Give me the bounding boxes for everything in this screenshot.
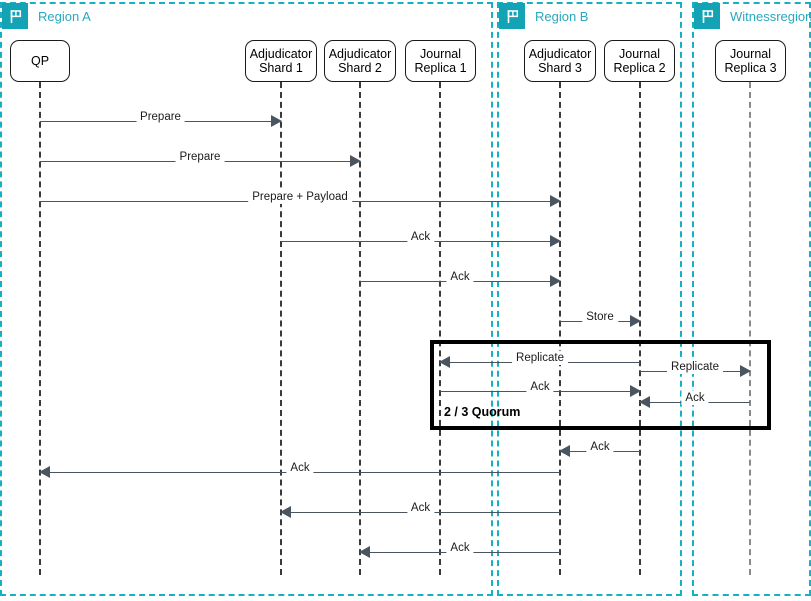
- arrowhead-icon: [550, 274, 561, 287]
- message-12-ack[interactable]: Ack: [39, 461, 560, 480]
- message-label-14: Ack: [446, 541, 474, 555]
- lifeline-jr3: [749, 82, 751, 575]
- flag-icon: [2, 3, 28, 29]
- message-label-4: Ack: [406, 230, 435, 244]
- region-label-witnessregion: Witnessregion: [730, 8, 811, 24]
- message-14-ack[interactable]: Ack: [359, 541, 560, 560]
- message-2-prepare[interactable]: Prepare: [40, 150, 361, 169]
- participant-line2-as1: Shard 1: [259, 61, 303, 75]
- message-label-10: Ack: [681, 391, 709, 405]
- participant-qp[interactable]: QP: [10, 40, 70, 82]
- arrowhead-icon: [271, 114, 282, 127]
- arrowhead-icon: [630, 384, 641, 397]
- message-label-1: Prepare: [136, 110, 185, 124]
- message-label-9: Ack: [526, 380, 554, 394]
- participant-line1-as1: Adjudicator: [249, 47, 313, 61]
- region-label-region-a: Region A: [38, 8, 91, 24]
- message-label-6: Store: [582, 310, 618, 324]
- message-7-replicate[interactable]: Replicate: [439, 351, 640, 370]
- message-label-3: Prepare + Payload: [248, 190, 352, 204]
- region-header-region-b: Region B: [499, 3, 588, 29]
- lifeline-as2: [359, 82, 361, 575]
- participant-line2-as3: Shard 3: [538, 61, 582, 75]
- participant-line1-jr2: Journal: [619, 47, 660, 61]
- arrowhead-icon: [359, 545, 370, 558]
- message-label-11: Ack: [586, 440, 614, 454]
- message-8-replicate[interactable]: Replicate: [640, 360, 751, 379]
- message-label-8: Replicate: [667, 360, 723, 374]
- lifeline-jr2: [639, 82, 641, 575]
- participant-line1-as3: Adjudicator: [528, 47, 592, 61]
- message-11-ack[interactable]: Ack: [559, 440, 640, 459]
- region-label-region-b: Region B: [535, 8, 589, 24]
- participant-line1-qp: QP: [30, 54, 50, 68]
- arrowhead-icon: [350, 154, 361, 167]
- arrowhead-icon: [639, 395, 650, 408]
- message-label-2: Prepare: [175, 150, 225, 164]
- message-10-ack[interactable]: Ack: [639, 391, 750, 410]
- flag-icon: [499, 3, 525, 29]
- message-label-12: Ack: [286, 461, 314, 475]
- participant-line2-as2: Shard 2: [338, 61, 382, 75]
- region-header-region-a: Region A: [2, 3, 91, 29]
- participant-line2-jr1: Replica 1: [414, 61, 467, 75]
- participant-line2-jr3: Replica 3: [724, 61, 777, 75]
- message-3-prepare-payload[interactable]: Prepare + Payload: [40, 190, 561, 209]
- message-label-5: Ack: [446, 270, 474, 284]
- arrowhead-icon: [550, 234, 561, 247]
- message-1-prepare[interactable]: Prepare: [40, 110, 282, 129]
- message-4-ack[interactable]: Ack: [281, 230, 561, 249]
- message-5-ack[interactable]: Ack: [360, 270, 561, 289]
- arrowhead-icon: [559, 444, 570, 457]
- arrowhead-icon: [630, 314, 641, 327]
- flag-icon: [694, 3, 720, 29]
- participant-line1-jr3: Journal: [730, 47, 771, 61]
- arrowhead-icon: [550, 194, 561, 207]
- lifeline-jr1: [439, 82, 441, 575]
- region-frame-witnessregion: [692, 2, 811, 596]
- lifeline-as1: [280, 82, 282, 575]
- fragment-2-3-quorum: [430, 340, 771, 430]
- lifeline-as3: [559, 82, 561, 575]
- region-frame-region-a: [0, 2, 493, 596]
- participant-label-qp: QP: [31, 54, 49, 68]
- arrowhead-icon: [439, 355, 450, 368]
- message-label-13: Ack: [406, 501, 435, 515]
- participant-line2-jr2: Replica 2: [613, 61, 666, 75]
- participant-line1-as2: Adjudicator: [328, 47, 392, 61]
- message-label-7: Replicate: [512, 351, 568, 365]
- fragment-label-2-3-quorum: 2 / 3 Quorum: [444, 405, 521, 419]
- arrowhead-icon: [280, 505, 291, 518]
- message-6-store[interactable]: Store: [560, 310, 641, 329]
- participant-line1-jr1: Journal: [420, 47, 461, 61]
- region-frame-region-b: [497, 2, 682, 596]
- arrowhead-icon: [740, 364, 751, 377]
- message-9-ack[interactable]: Ack: [440, 380, 641, 399]
- message-13-ack[interactable]: Ack: [280, 501, 560, 520]
- lifeline-qp: [39, 82, 41, 575]
- arrowhead-icon: [39, 465, 50, 478]
- region-header-witnessregion: Witnessregion: [694, 3, 811, 29]
